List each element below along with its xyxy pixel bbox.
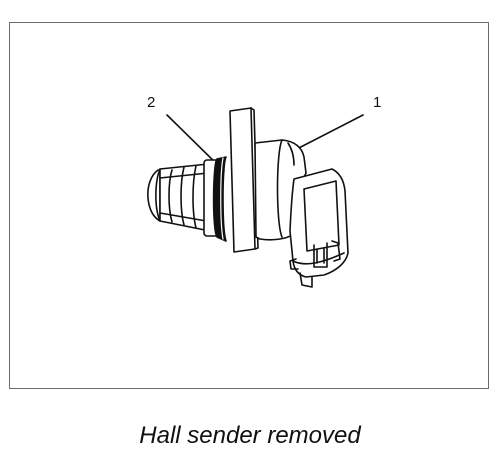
callout-label-2: 2 [147, 94, 156, 111]
electrical-connector [289, 168, 349, 288]
o-ring-seal [212, 156, 227, 242]
figure-caption: Hall sender removed [139, 422, 361, 449]
sensor-nose [147, 159, 221, 237]
callout-label-1: 1 [373, 94, 382, 111]
figure-frame: 2 1 [9, 22, 489, 389]
mounting-flange [229, 107, 259, 253]
hall-sender-drawing [147, 107, 364, 288]
leader-line-1 [292, 114, 364, 152]
